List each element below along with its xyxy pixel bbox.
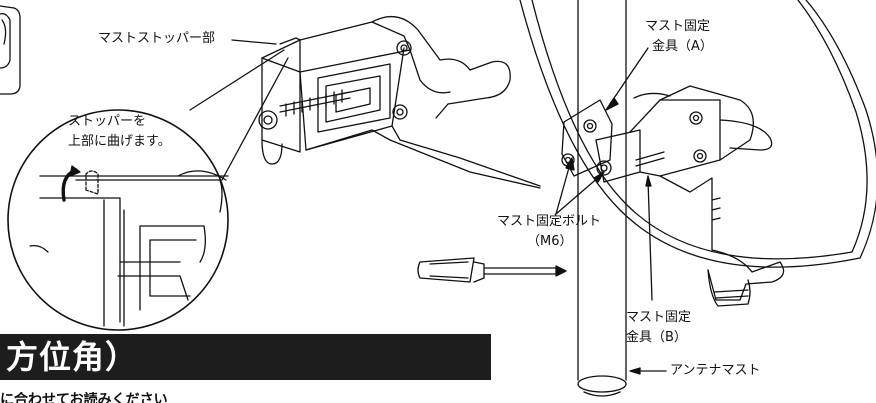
label-bracket-a-1: マスト固定 (645, 19, 711, 34)
stopper-bracket-drawing (232, 17, 540, 188)
label-bracket-b-1: マスト固定 (626, 310, 692, 325)
section-heading: 方位角） (6, 338, 139, 376)
label-bolt-2: （M6） (527, 234, 573, 249)
label-bracket-b-2: 金具（B） (626, 330, 687, 345)
label-stopper-bend-1: ストッパーを (68, 114, 147, 129)
label-mast-stopper: マストストッパー部 (98, 31, 216, 46)
cutoff-instruction-text: に合わせてお読みください (0, 392, 168, 403)
partial-device-drawing (0, 6, 20, 94)
section-heading-banner: 方位角） (0, 334, 491, 380)
screwdriver-drawing (418, 258, 566, 282)
label-antenna-mast: アンテナマスト (670, 363, 761, 378)
label-bracket-a-2: 金具（A） (652, 39, 713, 54)
label-stopper-bend-2: 上部に曲げます。 (68, 134, 171, 149)
mast-pipe-drawing (578, 0, 626, 396)
dish-rim-drawing (520, 0, 876, 267)
mount-bracket-drawing (562, 86, 784, 306)
zoom-callout-lines (190, 50, 288, 180)
label-bolt-1: マスト固定ボルト (497, 214, 602, 229)
leader-lines (556, 48, 666, 374)
magnified-detail-circle (8, 110, 228, 330)
